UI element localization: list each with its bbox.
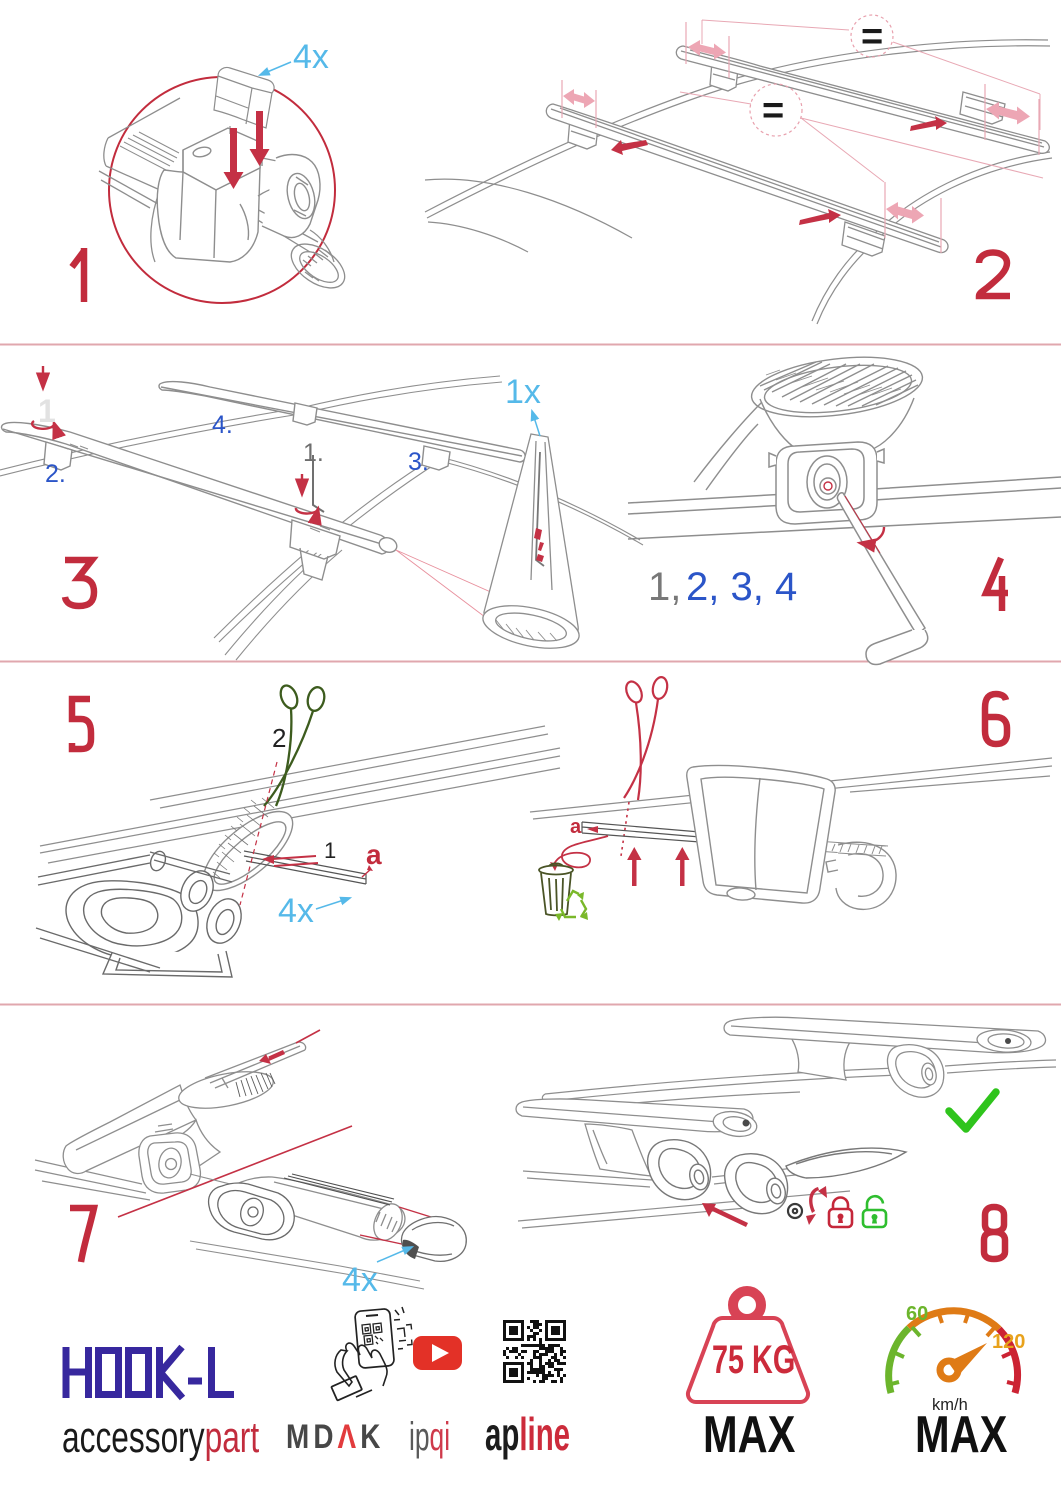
svg-text:120: 120	[992, 1331, 1025, 1353]
svg-text:MDΛK: MDΛK	[286, 1417, 384, 1455]
svg-text:MAX: MAX	[703, 1405, 795, 1464]
svg-text:=: =	[762, 90, 784, 132]
svg-text:7: 7	[64, 1247, 71, 1265]
svg-text:km/h: km/h	[932, 1396, 968, 1414]
svg-text:2.: 2.	[45, 460, 66, 488]
svg-text:4.: 4.	[212, 411, 233, 439]
svg-text:75 KG: 75 KG	[712, 1337, 795, 1382]
svg-text:3.: 3.	[408, 448, 429, 476]
svg-text:ipqi: ipqi	[409, 1415, 450, 1460]
svg-text:1,: 1,	[648, 565, 681, 609]
svg-text:2: 2	[272, 723, 286, 753]
svg-text:4x: 4x	[342, 1261, 378, 1299]
svg-text:1: 1	[38, 393, 56, 429]
svg-text:accessorypart: accessorypart	[62, 1413, 259, 1462]
svg-text:60: 60	[906, 1303, 928, 1325]
svg-text:apline: apline	[485, 1410, 570, 1461]
svg-text:a: a	[570, 816, 582, 838]
svg-text:4: 4	[980, 597, 987, 615]
svg-text:=: =	[861, 16, 883, 58]
svg-text:1.: 1.	[303, 439, 324, 467]
svg-text:MAX: MAX	[915, 1405, 1007, 1464]
svg-text:1x: 1x	[505, 373, 541, 411]
svg-text:1: 1	[324, 838, 336, 863]
svg-text:2, 3, 4: 2, 3, 4	[686, 565, 797, 609]
svg-text:4x: 4x	[278, 892, 314, 930]
svg-text:a: a	[366, 839, 382, 870]
svg-text:4x: 4x	[293, 38, 329, 76]
